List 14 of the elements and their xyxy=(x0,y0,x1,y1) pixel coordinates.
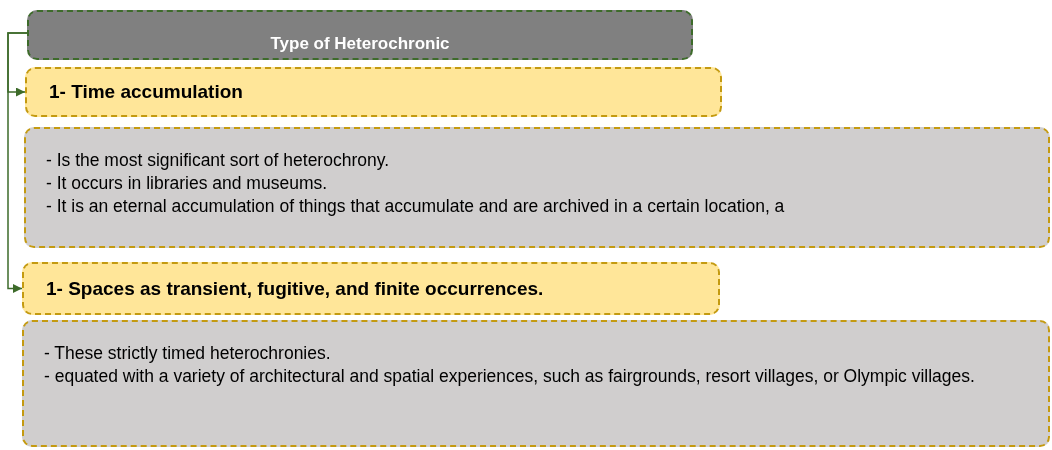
bullet-text: - Is the most significant sort of heterochrony. xyxy=(46,149,390,172)
heading-box xyxy=(25,67,722,117)
description-box xyxy=(24,127,1050,248)
title-box xyxy=(27,10,693,60)
bullet-text: - It occurs in libraries and museums. xyxy=(46,172,328,195)
title-text: Type of Heterochronic xyxy=(270,34,450,54)
bullet-text: - These strictly timed heterochronies. xyxy=(44,342,331,365)
description-box xyxy=(22,320,1050,447)
heading-text: 1- Spaces as transient, fugitive, and finite occurrences. xyxy=(46,277,544,300)
bullet-text: - It is an eternal accumulation of things that accumulate and are archived in a certain location, a xyxy=(46,195,785,218)
bullet-text: - equated with a variety of architectural and spatial experiences, such as fairgrounds, resort villages, or Olympic villages. xyxy=(44,365,975,388)
connector-arrow xyxy=(7,32,28,293)
heading-box xyxy=(22,262,720,315)
heading-text: 1- Time accumulation xyxy=(49,81,243,103)
